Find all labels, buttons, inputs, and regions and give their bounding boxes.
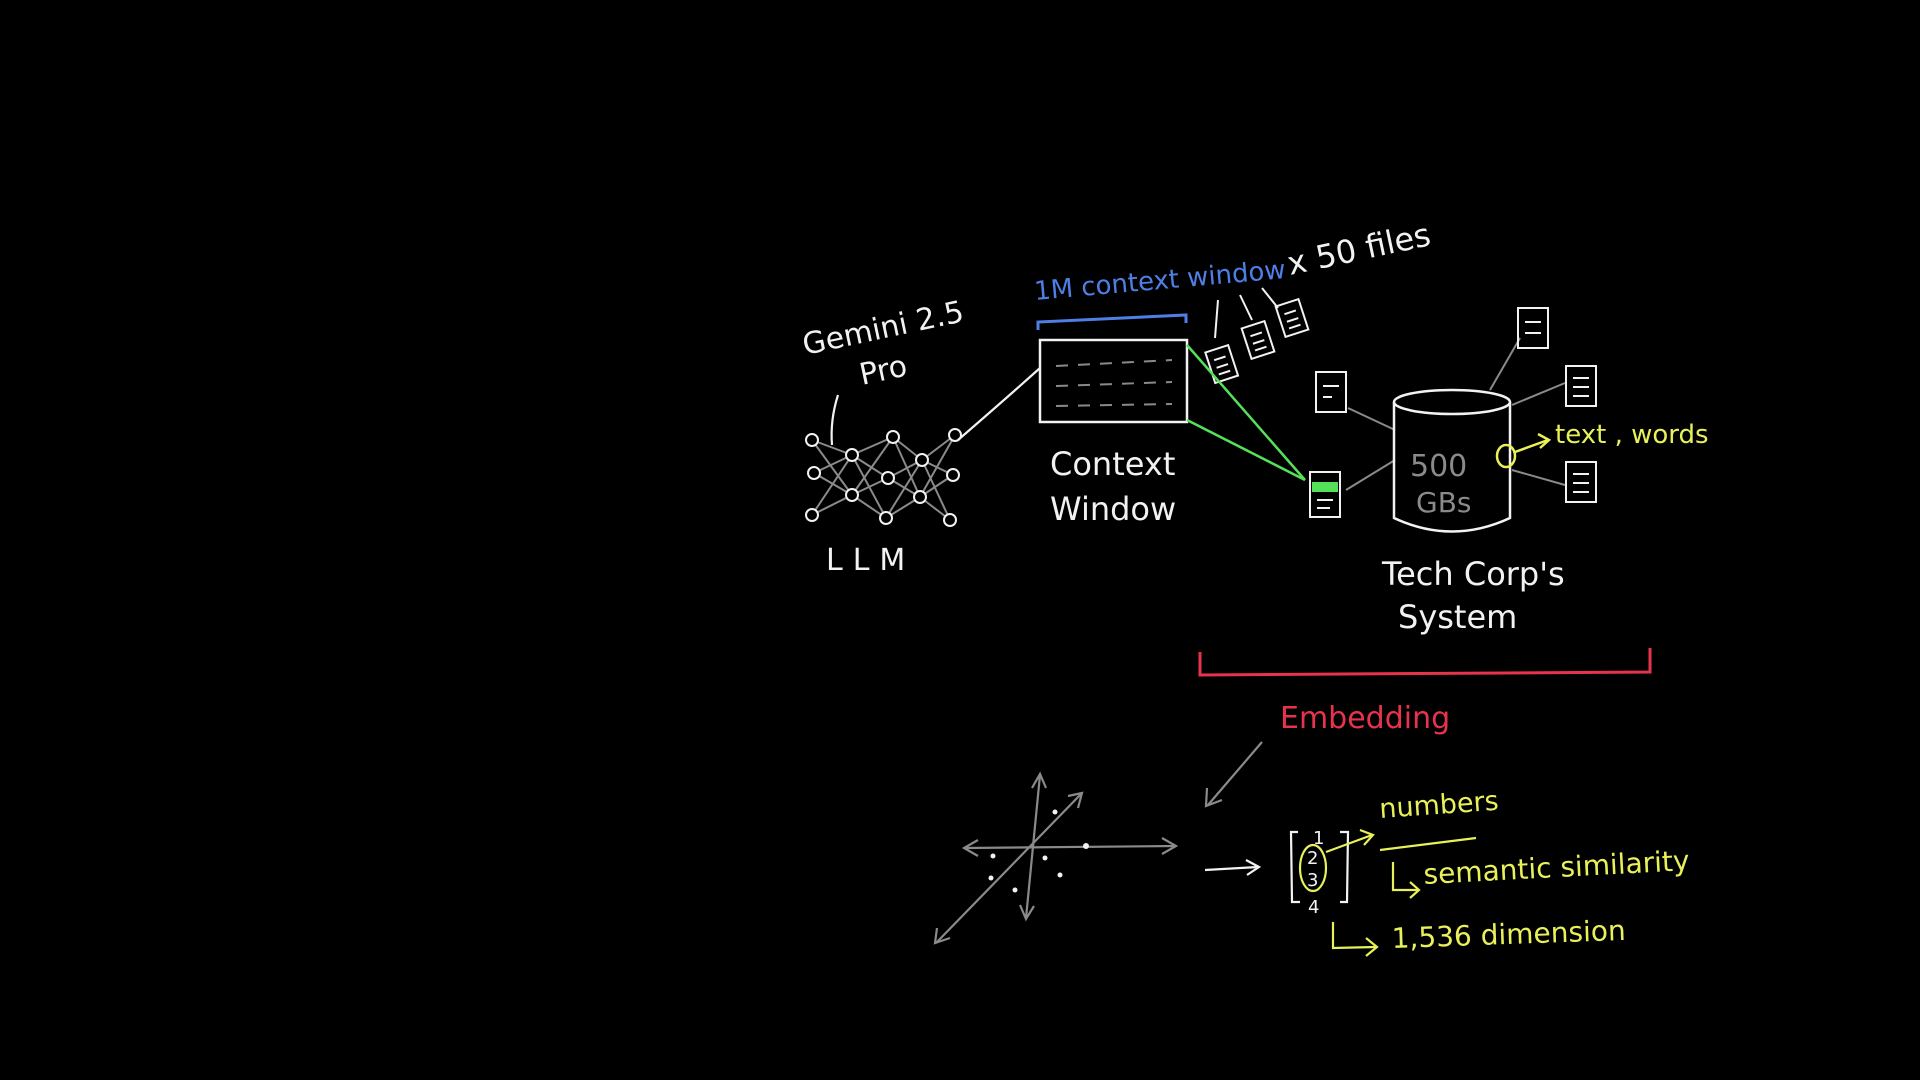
dimension-arrow-icon xyxy=(1331,922,1379,957)
context-label-line1: Context xyxy=(1050,445,1175,483)
llm-to-context-line xyxy=(957,367,1041,441)
vector-space-axes xyxy=(933,771,1179,945)
semantic-similarity-arrow-icon xyxy=(1391,862,1421,899)
db-size-line2: GBs xyxy=(1416,486,1472,519)
context-label-line2: Window xyxy=(1050,490,1176,528)
doc-icon-left xyxy=(1315,371,1347,413)
file-icons-group xyxy=(1204,287,1310,385)
doc-icon-top-right xyxy=(1517,307,1549,349)
database-cylinder-icon xyxy=(1392,388,1512,533)
db-document-icons xyxy=(1315,307,1597,503)
dimension-label: 1,536 dimension xyxy=(1391,914,1626,955)
embedding-arrow xyxy=(1204,741,1263,808)
numbers-pointer xyxy=(1298,828,1375,893)
context-window-box xyxy=(1038,338,1189,424)
system-label-line2: System xyxy=(1398,598,1517,636)
llm-label: LLM xyxy=(826,543,915,578)
doc-icon-right-2 xyxy=(1565,461,1597,503)
vector-value-4: 4 xyxy=(1308,897,1319,918)
numbers-underline xyxy=(1379,836,1477,852)
vector-value-1: 1 xyxy=(1313,828,1324,849)
text-words-label: text , words xyxy=(1555,420,1709,450)
db-size-line1: 500 xyxy=(1410,449,1467,484)
model-pointer-line xyxy=(830,394,840,446)
axes-to-vector-arrow xyxy=(1204,859,1262,876)
vector-brackets xyxy=(1289,830,1350,904)
embedding-bracket xyxy=(1198,648,1652,677)
system-label-line1: Tech Corp's xyxy=(1381,555,1565,593)
vector-space-points xyxy=(988,809,1089,893)
highlighted-document-icon xyxy=(1309,471,1341,518)
retrieval-lines xyxy=(1186,344,1306,482)
context-window-bracket xyxy=(1036,313,1188,330)
vector-value-2: 2 xyxy=(1307,848,1318,869)
llm-nodes xyxy=(805,428,962,527)
db-connector-lines xyxy=(1345,337,1566,491)
text-words-pointer xyxy=(1495,432,1552,469)
embedding-label: Embedding xyxy=(1280,701,1450,736)
vector-value-3: 3 xyxy=(1307,870,1318,891)
doc-icon-right-1 xyxy=(1565,365,1597,407)
